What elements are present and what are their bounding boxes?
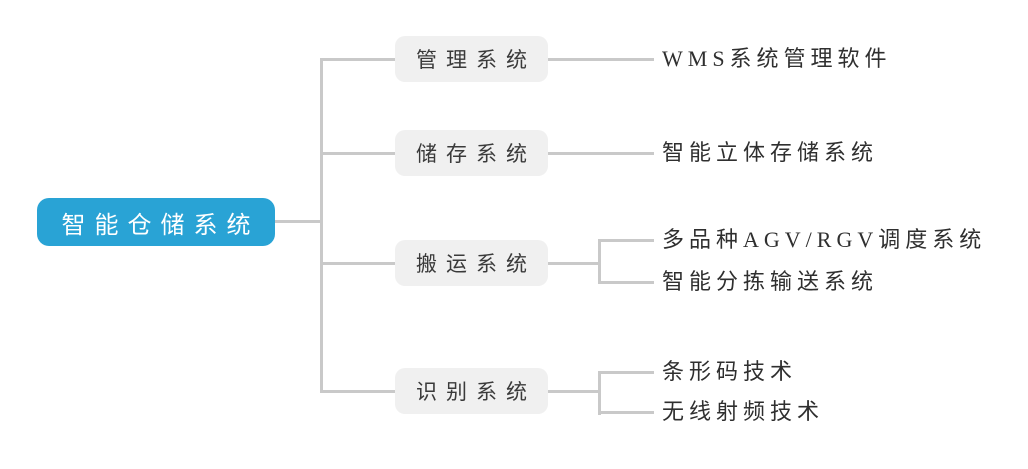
leaf-agv-rgv-dispatch[interactable]: 多品种AGV/RGV调度系统 (662, 227, 987, 252)
branch-node-management[interactable]: 管理系统 (395, 36, 548, 82)
branch-node-storage[interactable]: 储存系统 (395, 130, 548, 176)
leaf-barcode-tech[interactable]: 条形码技术 (662, 359, 798, 384)
connector-trunk-to-branch-1 (322, 58, 395, 61)
connector-branch-3-child-1 (598, 239, 654, 242)
root-node-label: 智能仓储系统 (61, 212, 260, 239)
branch-node-handling[interactable]: 搬运系统 (395, 240, 548, 286)
branch-node-identification-label: 识别系统 (416, 380, 536, 404)
connector-branch-4-child-1 (598, 371, 654, 374)
connector-branch-3-stem (548, 262, 600, 265)
connector-branch-1-to-leaf (548, 58, 654, 61)
root-node-smart-warehouse[interactable]: 智能仓储系统 (37, 198, 275, 246)
connector-branch-3-bracket (598, 239, 601, 284)
connector-branch-4-stem (548, 390, 600, 393)
branch-node-handling-label: 搬运系统 (416, 252, 536, 276)
leaf-stereo-storage[interactable]: 智能立体存储系统 (662, 140, 879, 165)
connector-trunk-to-branch-2 (322, 152, 395, 155)
connector-trunk-to-branch-4 (322, 390, 395, 393)
branch-node-identification[interactable]: 识别系统 (395, 368, 548, 414)
connector-branch-4-child-2 (598, 411, 654, 414)
branch-node-storage-label: 储存系统 (416, 142, 536, 166)
connector-trunk-vertical (320, 58, 323, 393)
leaf-sorting-conveying[interactable]: 智能分拣输送系统 (662, 269, 879, 294)
connector-root-to-trunk (275, 220, 322, 223)
leaf-rfid-tech[interactable]: 无线射频技术 (662, 399, 825, 424)
leaf-wms-software[interactable]: WMS系统管理软件 (662, 46, 892, 71)
connector-branch-4-bracket (598, 371, 601, 415)
connector-branch-3-child-2 (598, 281, 654, 284)
connector-trunk-to-branch-3 (322, 262, 395, 265)
branch-node-management-label: 管理系统 (416, 48, 536, 72)
connector-branch-2-to-leaf (548, 152, 654, 155)
